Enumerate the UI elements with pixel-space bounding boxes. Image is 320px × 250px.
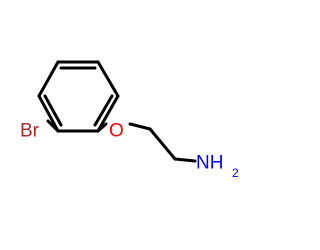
ring-bond	[37, 60, 60, 98]
molecule-diagram: Br O NH 2	[20, 60, 239, 180]
c-br-bond	[46, 119, 60, 133]
ring-double-bond	[93, 94, 114, 127]
ch2-ch2-bond	[148, 127, 177, 161]
o-ch2-bond	[128, 122, 152, 131]
c-o-bond	[96, 122, 108, 133]
oxygen-label: O	[109, 121, 124, 142]
amine-subscript: 2	[232, 166, 239, 180]
ring-bond	[96, 94, 120, 133]
benzene-ring	[37, 60, 120, 133]
amine-label: NH	[196, 153, 223, 174]
ring-double-bond	[43, 94, 63, 127]
ring-bond	[96, 60, 120, 98]
ch2-n-bond	[173, 157, 197, 163]
bromine-label: Br	[20, 121, 40, 142]
ring-bond	[37, 94, 60, 133]
structure-canvas: Br O NH 2	[20, 60, 239, 180]
